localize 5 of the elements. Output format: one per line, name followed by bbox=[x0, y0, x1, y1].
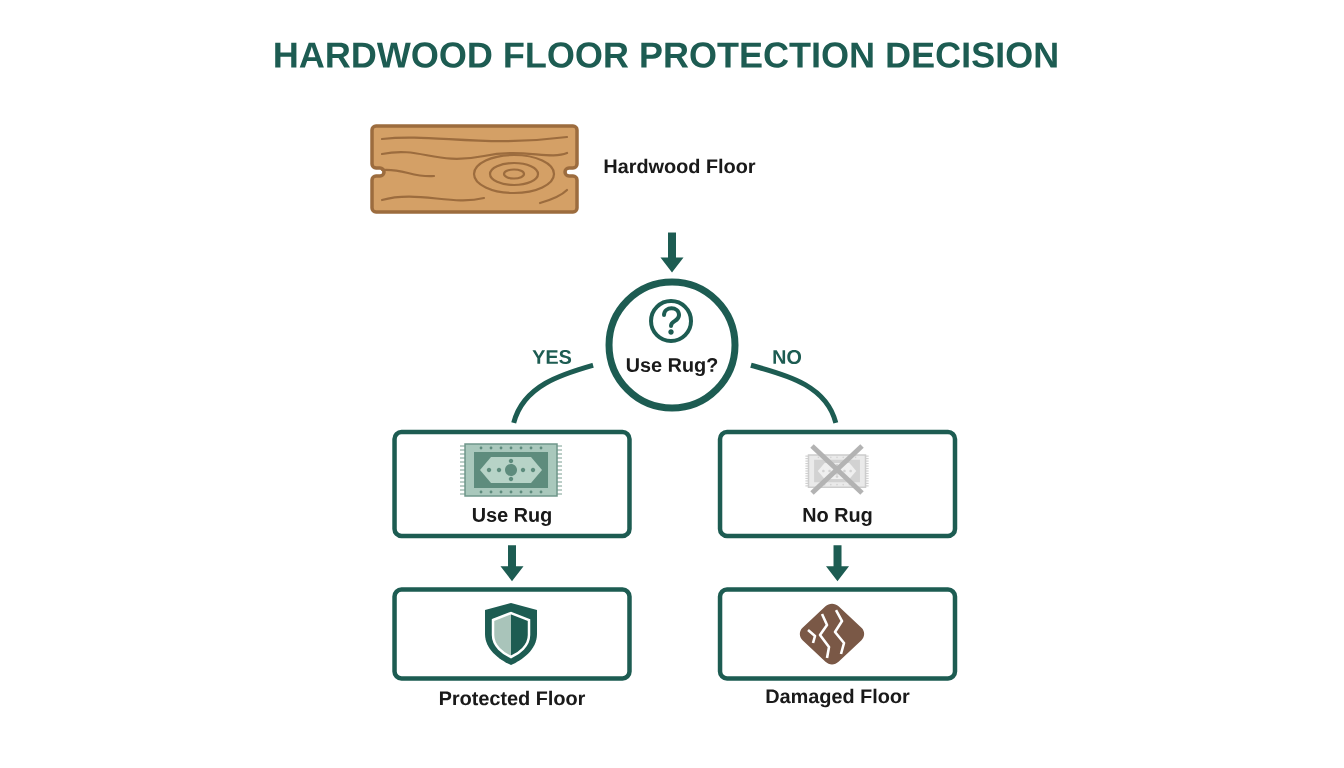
picture-label: Hardwood Floor bbox=[604, 158, 756, 174]
edge-label: YES bbox=[529, 347, 575, 367]
step-box: No Rug bbox=[717, 429, 958, 539]
title: HARDWOOD FLOOR PROTECTION DECISION bbox=[275, 42, 1057, 68]
edge-label: NO bbox=[769, 347, 805, 367]
